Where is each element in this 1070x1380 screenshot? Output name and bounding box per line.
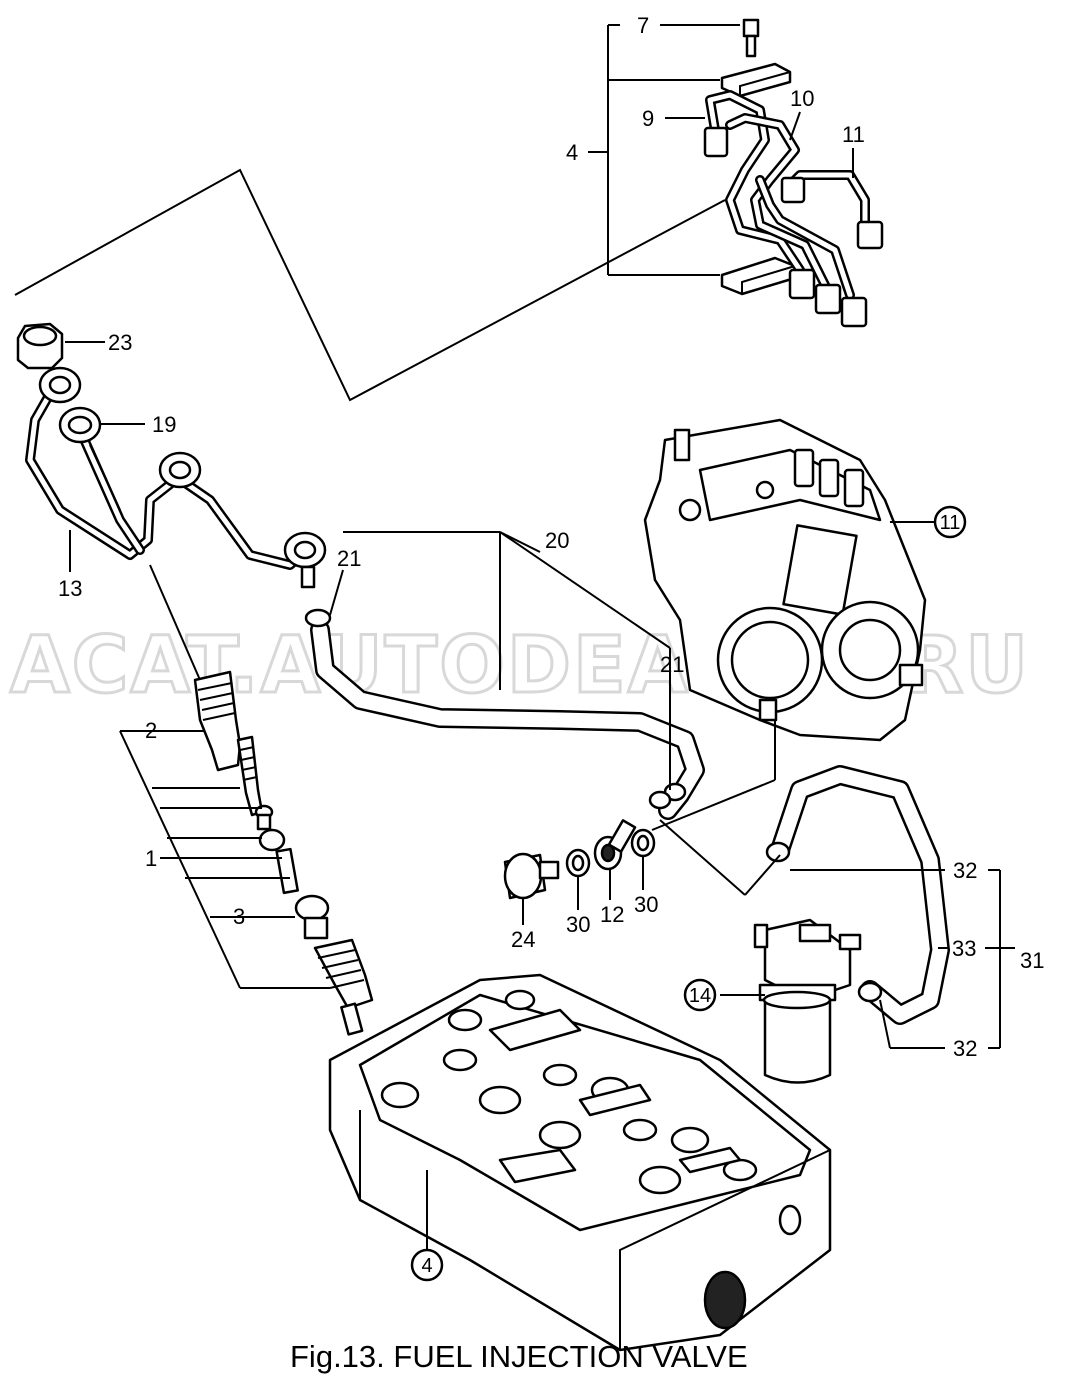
callout-32-lower: 32	[953, 1036, 977, 1061]
nozzle-assembly	[193, 670, 374, 1036]
callout-30-left: 30	[566, 912, 590, 937]
bracket-group-4	[588, 24, 740, 276]
nut-23	[16, 322, 64, 370]
circled-callout-14: 14	[683, 978, 717, 1012]
callout-20: 20	[545, 528, 569, 553]
callout-13: 13	[58, 576, 82, 601]
figure-caption: Fig.13. FUEL INJECTION VALVE	[290, 1339, 748, 1374]
fuel-filter-14	[753, 918, 862, 1084]
callout-19: 19	[152, 412, 176, 437]
bolt-7	[742, 18, 760, 58]
cylinder-head	[328, 973, 832, 1352]
circled-callout-4: 4	[410, 1248, 444, 1282]
callout-11: 11	[842, 122, 865, 147]
injection-pump-11	[643, 418, 927, 742]
washer-19	[58, 406, 102, 444]
return-pipe-13	[14, 168, 726, 589]
callout-10: 10	[790, 86, 814, 111]
callout-21-lower: 21	[660, 652, 684, 677]
circled-11-text: 11	[940, 512, 961, 534]
callout-9: 9	[642, 106, 654, 131]
callout-30-right: 30	[634, 892, 658, 917]
callout-3: 3	[233, 904, 245, 929]
injection-pipes	[703, 90, 884, 328]
callout-7: 7	[637, 13, 649, 38]
callout-4-top: 4	[566, 140, 578, 165]
circled-4-text: 4	[421, 1255, 432, 1277]
clamp-upper	[720, 62, 792, 98]
callout-24: 24	[511, 927, 535, 952]
callout-31: 31	[1020, 948, 1044, 973]
fuel-hose-20	[304, 608, 705, 820]
callout-12: 12	[600, 902, 624, 927]
banjo-bolt-set	[503, 819, 656, 900]
circled-callout-11: 11	[933, 505, 967, 539]
callout-32-upper: 32	[953, 858, 977, 883]
callout-23: 23	[108, 330, 132, 355]
callout-1: 1	[145, 846, 157, 871]
clamp-lower	[720, 256, 797, 296]
fuel-hose-33	[765, 765, 950, 1025]
circled-14-text: 14	[689, 985, 711, 1007]
bracket-group-1	[119, 730, 330, 989]
callout-21-upper: 21	[337, 546, 361, 571]
callout-2: 2	[145, 718, 157, 743]
callout-33: 33	[952, 936, 976, 961]
